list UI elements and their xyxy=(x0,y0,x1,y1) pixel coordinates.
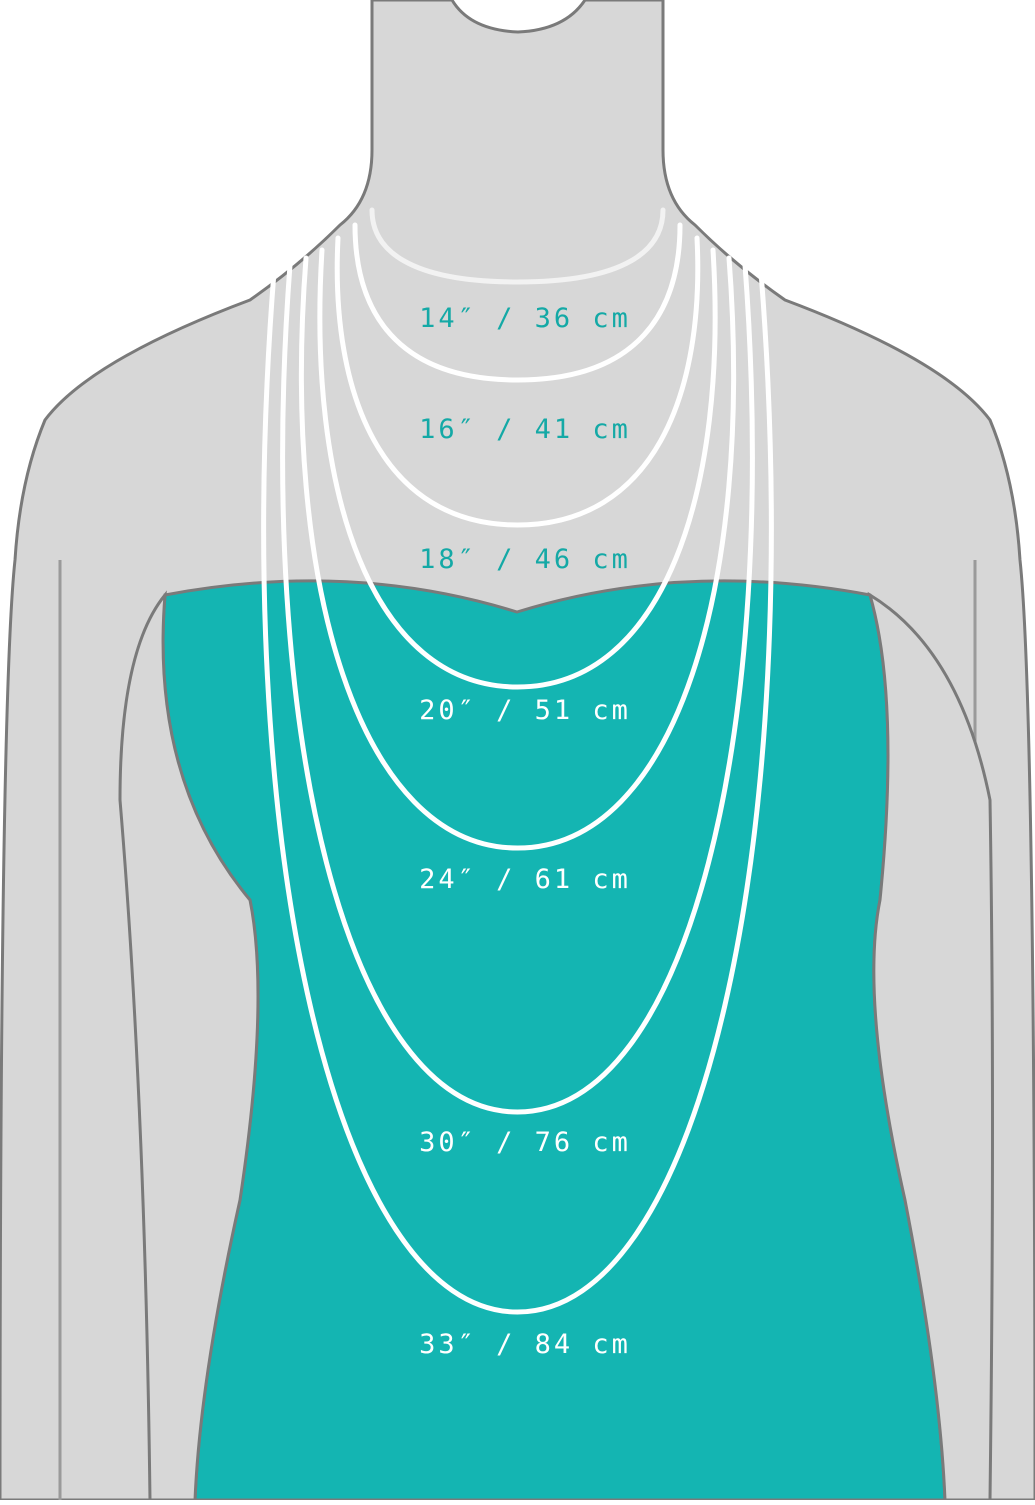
necklace-chain-24in xyxy=(298,255,737,851)
necklace-labels: 14″ / 36 cm 16″ / 41 cm 18″ / 46 cm 20″ … xyxy=(419,303,631,1360)
dress-right-shadow xyxy=(867,591,994,1502)
necklace-chain-18in xyxy=(334,235,701,528)
necklace-label-30in: 30″ / 76 cm xyxy=(419,1127,631,1158)
dress-left-shadow xyxy=(118,590,260,1502)
necklace-chain-20in xyxy=(317,247,718,690)
necklace-chain-16in xyxy=(352,222,683,383)
necklace-label-33in: 33″ / 84 cm xyxy=(419,1329,631,1360)
necklace-label-20in: 20″ / 51 cm xyxy=(419,695,631,726)
necklace-label-24in: 24″ / 61 cm xyxy=(419,864,631,895)
necklace-chain-30in xyxy=(280,262,755,1115)
necklace-label-18in: 18″ / 46 cm xyxy=(419,544,631,575)
necklace-chain-33in xyxy=(261,269,774,1315)
necklace-label-16in: 16″ / 41 cm xyxy=(419,414,631,445)
necklace-chain-14in xyxy=(369,207,666,285)
necklace-label-14in: 14″ / 36 cm xyxy=(419,303,631,334)
mouth-shape xyxy=(450,0,587,34)
necklace-chains xyxy=(261,207,774,1315)
